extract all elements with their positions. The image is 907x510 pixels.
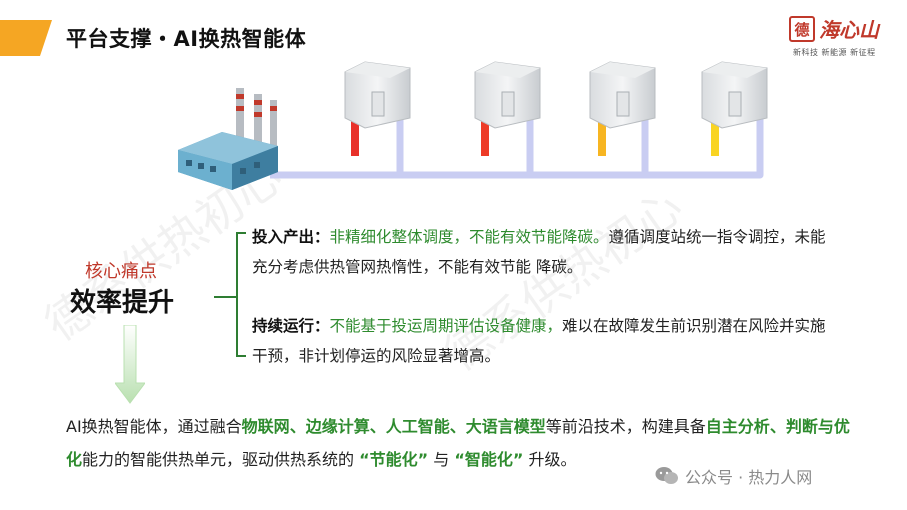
pain-point-label: 核心痛点 (85, 261, 157, 282)
bracket-stub (214, 296, 236, 298)
return-pipe (270, 110, 764, 179)
page-title: 平台支撑・AI换热智能体 (66, 27, 307, 51)
bracket-connector (236, 232, 246, 357)
station-icon (589, 61, 656, 129)
summary-term: 自主分析 (705, 417, 770, 436)
logo-tagline: 新科技 新能源 新征程 (793, 48, 876, 57)
title-accent-bar (0, 20, 52, 56)
summary-text: 等前沿技术，构建具备 (545, 417, 706, 436)
summary-quote: “节能化” (359, 450, 429, 469)
summary-text: 能力的智能供热单元，驱动供热系统的 (82, 450, 360, 469)
summary-term: 人工智能 (385, 417, 450, 436)
list-item: 持续运行：不能基于投运周期评估设备健康，难以在故障发生前识别潜在风险并实施干预，… (252, 311, 832, 371)
summary-term: 判断与优化 (66, 417, 850, 469)
summary-term: 边缘计算 (305, 417, 370, 436)
company-logo: 德 海心山 新科技 新能源 新征程 (789, 14, 894, 62)
station-icon (344, 61, 411, 129)
pain-point-value: 效率提升 (70, 288, 175, 318)
item-highlight: 非精细化整体调度，不能有效节能降碳。 (329, 228, 609, 246)
summary-separator: 、 (769, 417, 786, 436)
item-key: 持续运行： (252, 317, 330, 335)
summary-term: 大语言模型 (465, 417, 546, 436)
item-highlight: 不能基于投运周期评估设备健康， (329, 317, 563, 335)
summary-separator: 、 (449, 417, 466, 436)
summary-paragraph: AI换热智能体，通过融合物联网、边缘计算、人工智能、大语言模型等前沿技术，构建具… (66, 410, 856, 476)
item-text: 难以在故障发生前识别潜在风险并实施干预，非计划停运的风险显著增高。 (252, 317, 826, 365)
station-icon (701, 61, 768, 129)
station-icon (474, 61, 541, 129)
summary-quote: “智能化” (454, 450, 524, 469)
summary-text: 与 (428, 450, 455, 469)
heat-network-illustration (178, 61, 768, 190)
footer-watermark: 公众号 · 热力人网 (655, 462, 812, 490)
item-key: 投入产出： (252, 228, 330, 246)
summary-separator: 、 (289, 417, 306, 436)
item-text: 遵循调度站统一指令调控，未能充分考虑供热管网热惰性，不能有效节能 降碳。 (252, 228, 826, 276)
factory-icon (178, 88, 278, 190)
summary-text: 升级。 (523, 450, 577, 469)
down-arrow-icon (115, 325, 145, 404)
watermark-text: 公众号 · 热力人网 (685, 468, 813, 487)
wechat-icon (655, 467, 678, 484)
list-item: 投入产出：非精细化整体调度，不能有效节能降碳。遵循调度站统一指令调控，未能充分考… (252, 222, 832, 282)
logo-name: 海心山 (819, 18, 879, 42)
summary-separator: 、 (369, 417, 386, 436)
summary-term: 物联网 (241, 417, 290, 436)
logo-mark-icon: 德 (789, 16, 815, 42)
summary-text: AI换热智能体，通过融合 (66, 417, 242, 436)
